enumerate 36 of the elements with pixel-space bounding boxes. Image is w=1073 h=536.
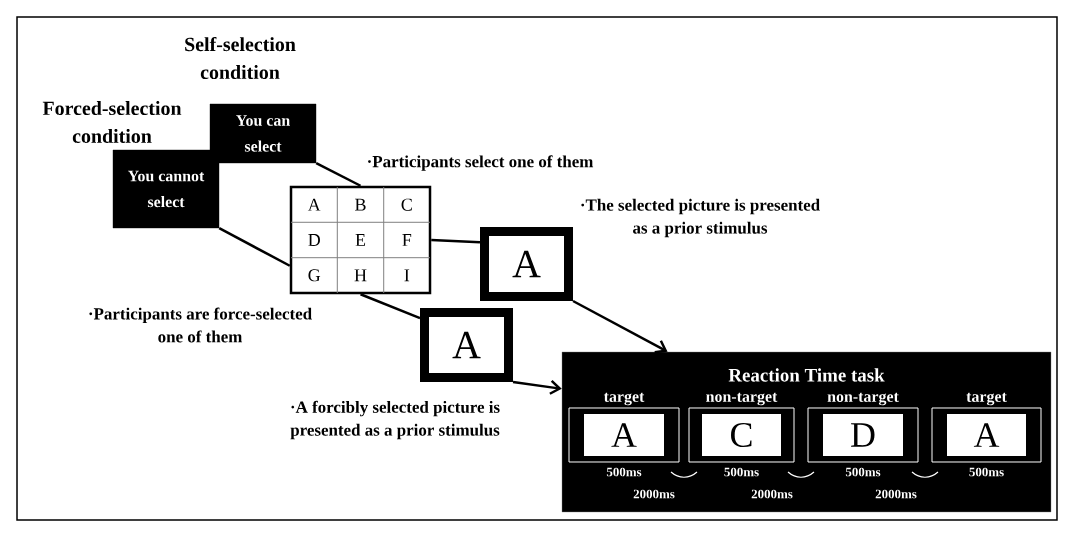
connector-line bbox=[360, 293, 421, 320]
stimulus-card: A bbox=[480, 227, 573, 301]
note-text: ·A forcibly selected picture is presented as a prior stimulus bbox=[290, 400, 500, 440]
instruction-box: You can select bbox=[209, 103, 317, 164]
connector-line bbox=[512, 379, 562, 395]
note-text: ·The selected picture is presented as a prior stimulus bbox=[581, 198, 820, 238]
connector-line bbox=[218, 227, 291, 267]
stimulus-card: C bbox=[702, 414, 781, 456]
grid-letter: C bbox=[401, 198, 412, 211]
stimulus-card: A bbox=[584, 414, 664, 456]
grid-letter: I bbox=[404, 269, 410, 282]
grid-letter: B bbox=[355, 198, 366, 211]
stimulus-card: A bbox=[420, 308, 513, 382]
duration-label: 500ms bbox=[845, 467, 881, 477]
interval-label: 2000ms bbox=[633, 489, 675, 499]
connector-line bbox=[315, 162, 362, 187]
grid-letter: F bbox=[402, 234, 412, 246]
instruction-box: You cannot select bbox=[112, 149, 220, 229]
interval-label: 2000ms bbox=[751, 489, 793, 499]
duration-label: 500ms bbox=[724, 467, 759, 477]
grid-letter: A bbox=[307, 198, 321, 211]
duration-label: 500ms bbox=[606, 467, 642, 477]
condition-heading: Forced-selection condition bbox=[42, 101, 182, 143]
duration-label: 500ms bbox=[969, 467, 1004, 477]
grid-letter: E bbox=[355, 234, 366, 246]
note-text: ·Participants select one of them bbox=[368, 155, 594, 171]
grid-letter: H bbox=[354, 269, 367, 282]
stimulus-card: D bbox=[823, 414, 903, 456]
stimulus-card: A bbox=[947, 414, 1026, 456]
grid-letter: G bbox=[308, 269, 321, 282]
connector-line bbox=[572, 299, 668, 354]
grid-letter: D bbox=[308, 234, 320, 246]
condition-heading: Self-selection condition bbox=[185, 36, 296, 80]
interval-label: 2000ms bbox=[875, 489, 917, 499]
connector-line bbox=[431, 238, 481, 244]
note-text: ·Participants are force-selected one of them bbox=[89, 307, 312, 343]
